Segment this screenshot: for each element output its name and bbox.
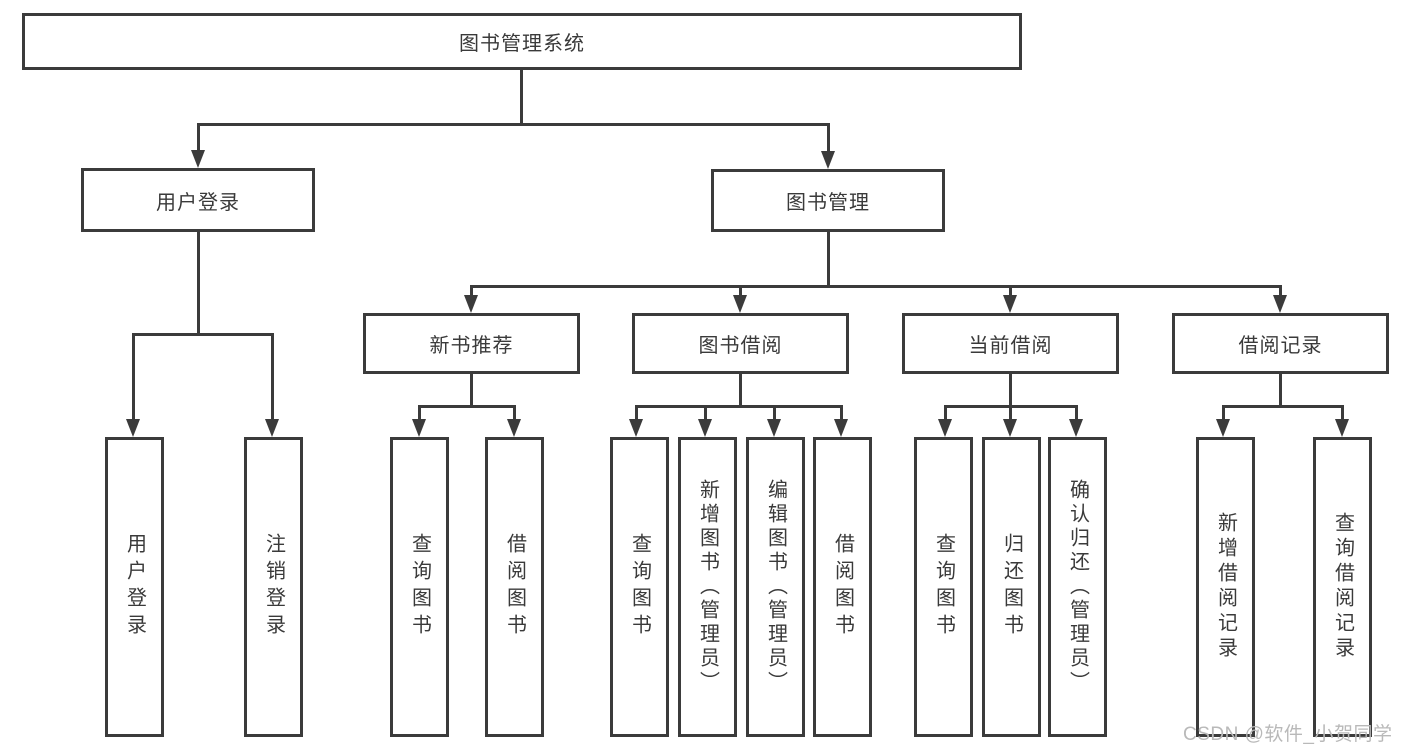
- arrowhead-cb-confirm: [1069, 419, 1083, 437]
- node-book-borrow-label: 图书借阅: [698, 335, 783, 357]
- leaf-borrow-add: 新增图书（管理员）: [678, 437, 737, 737]
- connector-drop-nb-query: [418, 405, 421, 423]
- connector-drop-bb-add: [704, 405, 707, 423]
- node-book-borrow: 图书借阅: [632, 313, 849, 374]
- leaf-borrow-query: 查询图书: [610, 437, 669, 737]
- arrowhead-borrow-records: [1273, 295, 1287, 313]
- leaf-user-login-label: 用户登录: [123, 533, 146, 641]
- connector-bookborrow-stub: [739, 374, 742, 407]
- leaf-current-return-label: 归还图书: [1000, 533, 1023, 641]
- connector-drop-borrow-records: [1279, 285, 1282, 299]
- leaf-current-confirm-label: 确认归还（管理员）: [1066, 479, 1089, 695]
- connector-drop-new-books: [470, 285, 473, 299]
- connector-root-branch: [197, 123, 830, 126]
- arrowhead-book-borrow: [733, 295, 747, 313]
- leaf-records-add: 新增借阅记录: [1196, 437, 1255, 737]
- leaf-current-confirm: 确认归还（管理员）: [1048, 437, 1107, 737]
- arrowhead-nb-borrow: [507, 419, 521, 437]
- connector-drop-cb-query: [944, 405, 947, 423]
- leaf-current-query-label: 查询图书: [932, 533, 955, 641]
- leaf-newbook-query: 查询图书: [390, 437, 449, 737]
- arrowhead-user-login: [191, 150, 205, 168]
- connector-root-stub: [520, 70, 523, 126]
- node-new-books: 新书推荐: [363, 313, 580, 374]
- node-current-borrow: 当前借阅: [902, 313, 1119, 374]
- leaf-borrow-borrow-label: 借阅图书: [831, 533, 854, 641]
- node-book-mgmt: 图书管理: [711, 169, 945, 232]
- arrowhead-cb-return: [1003, 419, 1017, 437]
- connector-drop-user-login: [197, 123, 200, 153]
- arrowhead-bb-edit: [767, 419, 781, 437]
- leaf-newbook-borrow-label: 借阅图书: [503, 533, 526, 641]
- node-user-login: 用户登录: [81, 168, 315, 232]
- connector-bookborrow-branch: [635, 405, 843, 408]
- arrowhead-leaf-logout: [265, 419, 279, 437]
- connector-records-stub: [1279, 374, 1282, 407]
- connector-bookmgmt-stub: [827, 232, 830, 288]
- connector-drop-current-borrow: [1009, 285, 1012, 299]
- leaf-borrow-add-label: 新增图书（管理员）: [696, 479, 719, 695]
- connector-newbooks-branch: [418, 405, 516, 408]
- connector-drop-book-borrow: [739, 285, 742, 299]
- leaf-borrow-borrow: 借阅图书: [813, 437, 872, 737]
- connector-newbooks-stub: [470, 374, 473, 407]
- connector-drop-cb-confirm: [1075, 405, 1078, 423]
- arrowhead-book-mgmt: [821, 151, 835, 169]
- node-root: 图书管理系统: [22, 13, 1022, 70]
- connector-userlogin-stub: [197, 232, 200, 336]
- arrowhead-bb-query: [629, 419, 643, 437]
- arrowhead-br-add: [1216, 419, 1230, 437]
- connector-drop-leaf-logout: [271, 333, 274, 423]
- arrowhead-leaf-userlogin: [126, 419, 140, 437]
- connector-currentborrow-stub: [1009, 374, 1012, 407]
- arrowhead-cb-query: [938, 419, 952, 437]
- csdn-watermark: CSDN @软件_小贺同学: [1183, 724, 1393, 745]
- node-new-books-label: 新书推荐: [429, 335, 514, 357]
- arrowhead-bb-borrow: [834, 419, 848, 437]
- leaf-borrow-edit: 编辑图书（管理员）: [746, 437, 805, 737]
- arrowhead-current-borrow: [1003, 295, 1017, 313]
- leaf-current-return: 归还图书: [982, 437, 1041, 737]
- node-current-borrow-label: 当前借阅: [968, 335, 1053, 357]
- leaf-newbook-borrow: 借阅图书: [485, 437, 544, 737]
- connector-records-branch: [1222, 405, 1344, 408]
- leaf-borrow-query-label: 查询图书: [628, 533, 651, 641]
- connector-drop-bb-query: [635, 405, 638, 423]
- connector-drop-bb-edit: [773, 405, 776, 423]
- arrowhead-br-query: [1335, 419, 1349, 437]
- leaf-borrow-edit-label: 编辑图书（管理员）: [764, 479, 787, 695]
- connector-drop-br-query: [1341, 405, 1344, 423]
- leaf-logout: 注销登录: [244, 437, 303, 737]
- node-borrow-records-label: 借阅记录: [1238, 335, 1323, 357]
- connector-drop-nb-borrow: [513, 405, 516, 423]
- leaf-logout-label: 注销登录: [262, 533, 285, 641]
- connector-drop-book-mgmt: [827, 123, 830, 154]
- leaf-user-login: 用户登录: [105, 437, 164, 737]
- arrowhead-bb-add: [698, 419, 712, 437]
- node-user-login-label: 用户登录: [156, 191, 240, 214]
- node-root-label: 图书管理系统: [459, 33, 585, 55]
- connector-drop-cb-return: [1009, 405, 1012, 423]
- connector-drop-leaf-userlogin: [132, 333, 135, 423]
- node-book-mgmt-label: 图书管理: [786, 192, 870, 214]
- arrowhead-nb-query: [412, 419, 426, 437]
- connector-drop-br-add: [1222, 405, 1225, 423]
- leaf-newbook-query-label: 查询图书: [408, 533, 431, 641]
- connector-bookmgmt-branch: [470, 285, 1282, 288]
- leaf-records-add-label: 新增借阅记录: [1214, 512, 1237, 662]
- leaf-current-query: 查询图书: [914, 437, 973, 737]
- connector-drop-bb-borrow: [840, 405, 843, 423]
- leaf-records-query-label: 查询借阅记录: [1331, 512, 1354, 662]
- leaf-records-query: 查询借阅记录: [1313, 437, 1372, 737]
- connector-userlogin-branch: [132, 333, 274, 336]
- arrowhead-new-books: [464, 295, 478, 313]
- node-borrow-records: 借阅记录: [1172, 313, 1389, 374]
